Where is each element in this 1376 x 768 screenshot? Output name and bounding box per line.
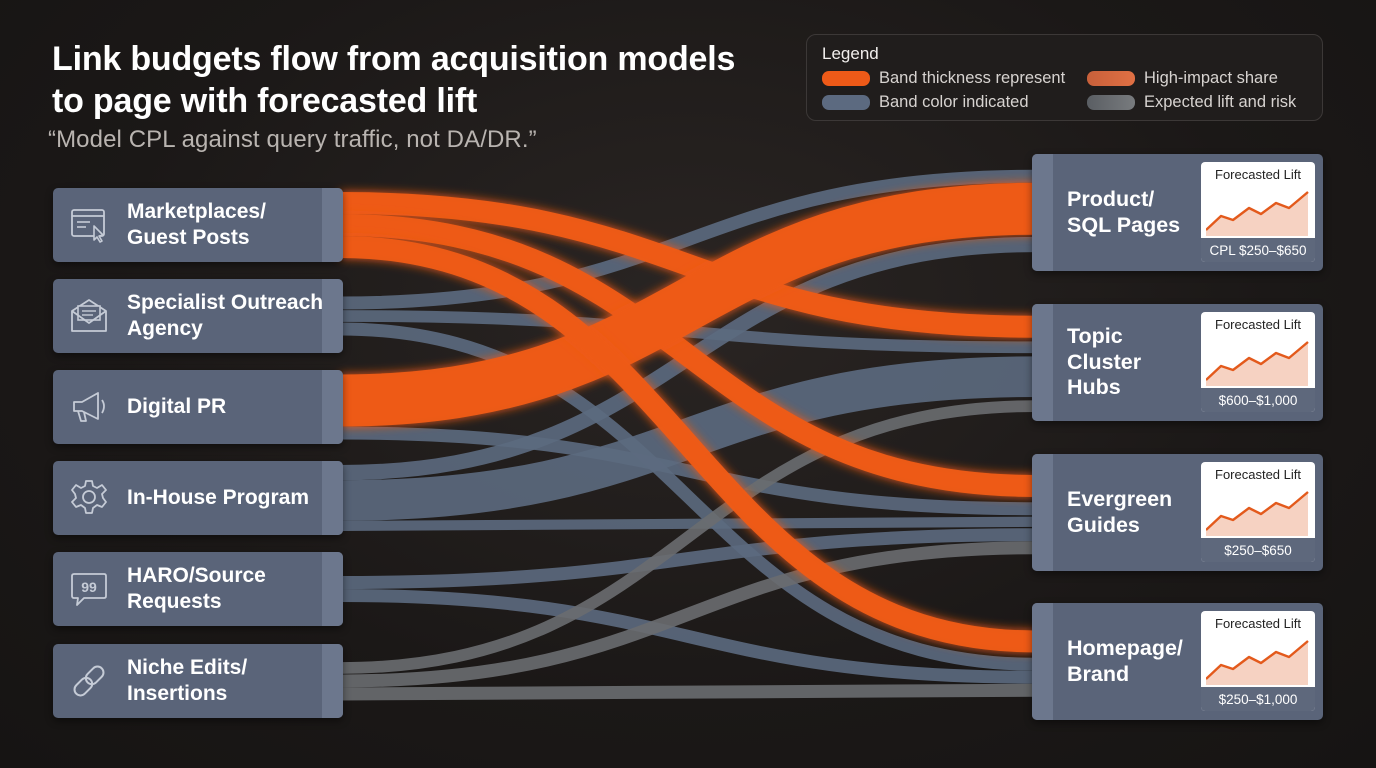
source-label: Specialist Outreach Agency bbox=[127, 291, 324, 340]
forecast-card: Forecasted Lift $250–$1,000 bbox=[1201, 611, 1315, 711]
legend-label: High-impact share bbox=[1144, 69, 1278, 87]
node-port bbox=[322, 370, 343, 444]
source-label: In-House Program bbox=[127, 486, 310, 509]
legend-label: Expected lift and risk bbox=[1144, 93, 1297, 111]
destination-label: Homepage/ Brand bbox=[1067, 636, 1183, 686]
lift-sparkline-icon bbox=[1206, 491, 1309, 536]
source-node-digital-pr[interactable]: Digital PR bbox=[53, 370, 343, 444]
node-port bbox=[322, 644, 343, 718]
source-node-specialist-outreach[interactable]: Specialist Outreach Agency bbox=[53, 279, 343, 353]
page-subtitle: “Model CPL against query traffic, not DA… bbox=[48, 126, 537, 153]
lift-sparkline-icon bbox=[1206, 640, 1309, 685]
forecast-card-title: Forecasted Lift bbox=[1215, 616, 1301, 631]
flow-band-marketplaces-to-topic bbox=[339, 192, 1037, 338]
node-port bbox=[1032, 454, 1053, 571]
source-label: Marketplaces/ Guest Posts bbox=[127, 200, 266, 249]
megaphone-icon bbox=[73, 392, 105, 422]
legend-label: Band color indicated bbox=[879, 93, 1029, 111]
legend-item-expected-lift: Expected lift and risk bbox=[1087, 93, 1296, 112]
svg-text:99: 99 bbox=[81, 579, 97, 595]
flow-band-haro-to-homepage bbox=[339, 589, 1037, 684]
source-node-niche-edits[interactable]: Niche Edits/ Insertions bbox=[53, 644, 343, 718]
destination-node-product-sql[interactable]: Product/ SQL Pages Forecasted Lift CPL $… bbox=[1032, 154, 1323, 271]
node-port bbox=[1032, 304, 1053, 421]
browser-click-icon bbox=[71, 209, 105, 243]
forecast-card: Forecasted Lift $250–$650 bbox=[1201, 462, 1315, 562]
flow-band-marketplaces-to-homepage bbox=[339, 236, 1037, 653]
chain-link-icon bbox=[73, 665, 105, 697]
node-port bbox=[322, 552, 343, 626]
legend-item-band-thickness: Band thickness represent bbox=[822, 69, 1065, 88]
legend-swatch-orange-light bbox=[1087, 71, 1135, 86]
envelope-icon bbox=[71, 299, 107, 332]
source-label: HARO/Source Requests bbox=[127, 564, 266, 613]
cpl-range: $250–$650 bbox=[1201, 538, 1315, 562]
source-label: Digital PR bbox=[127, 395, 227, 418]
forecast-card-title: Forecasted Lift bbox=[1215, 467, 1301, 482]
cpl-range: CPL $250–$650 bbox=[1201, 238, 1315, 262]
destination-label: Product/ SQL Pages bbox=[1067, 187, 1181, 237]
source-label: Niche Edits/ Insertions bbox=[127, 656, 248, 705]
flow-band-specialist-to-homepage bbox=[339, 322, 1037, 671]
source-node-marketplaces[interactable]: Marketplaces/ Guest Posts bbox=[53, 188, 343, 262]
flow-band-digital-pr-to-product bbox=[339, 182, 1037, 427]
forecast-card: Forecasted Lift $600–$1,000 bbox=[1201, 312, 1315, 412]
source-node-haro[interactable]: 99 HARO/Source Requests bbox=[53, 552, 343, 626]
legend-item-high-impact: High-impact share bbox=[1087, 69, 1278, 88]
quote-bubble-icon: 99 bbox=[71, 573, 107, 606]
flow-band-haro-to-evergreen bbox=[339, 528, 1037, 589]
forecast-card: Forecasted Lift CPL $250–$650 bbox=[1201, 162, 1315, 262]
node-port bbox=[322, 279, 343, 353]
flow-band-marketplaces-to-evergreen bbox=[339, 214, 1037, 497]
destination-node-topic-cluster[interactable]: Topic Cluster Hubs Forecasted Lift $600–… bbox=[1032, 304, 1323, 421]
gear-icon bbox=[71, 480, 107, 514]
forecast-card-title: Forecasted Lift bbox=[1215, 167, 1301, 182]
node-port bbox=[322, 188, 343, 262]
flow-band-niche-to-evergreen bbox=[339, 541, 1037, 688]
destination-label: Topic Cluster Hubs bbox=[1067, 324, 1142, 400]
destination-node-evergreen[interactable]: Evergreen Guides Forecasted Lift $250–$6… bbox=[1032, 454, 1323, 571]
cpl-range: $250–$1,000 bbox=[1201, 687, 1315, 711]
node-port bbox=[1032, 603, 1053, 720]
lift-sparkline-icon bbox=[1206, 191, 1309, 236]
flow-band-in-house-to-evergreen bbox=[339, 516, 1037, 531]
destination-label: Evergreen Guides bbox=[1067, 487, 1173, 537]
node-port bbox=[1032, 154, 1053, 271]
legend-title: Legend bbox=[822, 44, 879, 63]
legend-label: Band thickness represent bbox=[879, 69, 1066, 87]
flow-band-niche-to-topic bbox=[339, 400, 1037, 674]
legend-swatch-slate bbox=[822, 95, 870, 110]
forecast-card-title: Forecasted Lift bbox=[1215, 317, 1301, 332]
flow-band-digital-pr-to-evergreen bbox=[339, 426, 1037, 516]
flow-band-niche-to-homepage bbox=[339, 683, 1037, 701]
node-port bbox=[322, 461, 343, 535]
flow-band-specialist-to-product bbox=[339, 169, 1037, 310]
cpl-range: $600–$1,000 bbox=[1201, 388, 1315, 412]
legend-swatch-orange bbox=[822, 71, 870, 86]
legend-panel: Legend Band thickness represent Band col… bbox=[806, 34, 1323, 121]
lift-sparkline-icon bbox=[1206, 341, 1309, 386]
legend-swatch-gray bbox=[1087, 95, 1135, 110]
source-node-in-house[interactable]: In-House Program bbox=[53, 461, 343, 535]
legend-item-band-color: Band color indicated bbox=[822, 93, 1029, 112]
page-title: Link budgets flow from acquisition model… bbox=[52, 40, 736, 120]
destination-node-homepage[interactable]: Homepage/ Brand Forecasted Lift $250–$1,… bbox=[1032, 603, 1323, 720]
